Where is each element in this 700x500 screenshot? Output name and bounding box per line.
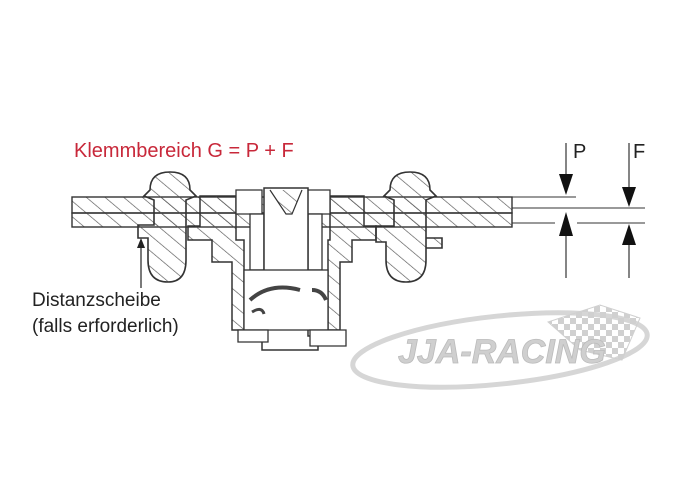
checkered-flag-icon <box>547 304 641 361</box>
right-rivet <box>375 171 443 283</box>
p-arrow-up-icon <box>559 212 573 236</box>
clamping-range-title: Klemmbereich G = P + F <box>74 140 294 162</box>
spacer-arrow <box>137 238 145 288</box>
f-arrow-up-icon <box>622 224 636 245</box>
f-arrow-down-icon <box>622 187 636 207</box>
dimension-label-f: F <box>633 141 646 163</box>
spacer-label: Distanzscheibe (falls erforderlich) <box>32 288 179 340</box>
central-nut-body <box>187 187 377 351</box>
dimension-label-p: P <box>573 141 587 163</box>
left-rivet <box>137 171 198 283</box>
p-arrow-down-icon <box>559 174 573 195</box>
dimension-lines <box>512 143 645 278</box>
watermark-text: JJA-RACING <box>398 333 606 371</box>
spacer-label-line2: (falls erforderlich) <box>32 316 179 337</box>
watermark-logo: JJA-RACING <box>350 304 650 390</box>
spacer-label-line1: Distanzscheibe <box>32 290 161 311</box>
